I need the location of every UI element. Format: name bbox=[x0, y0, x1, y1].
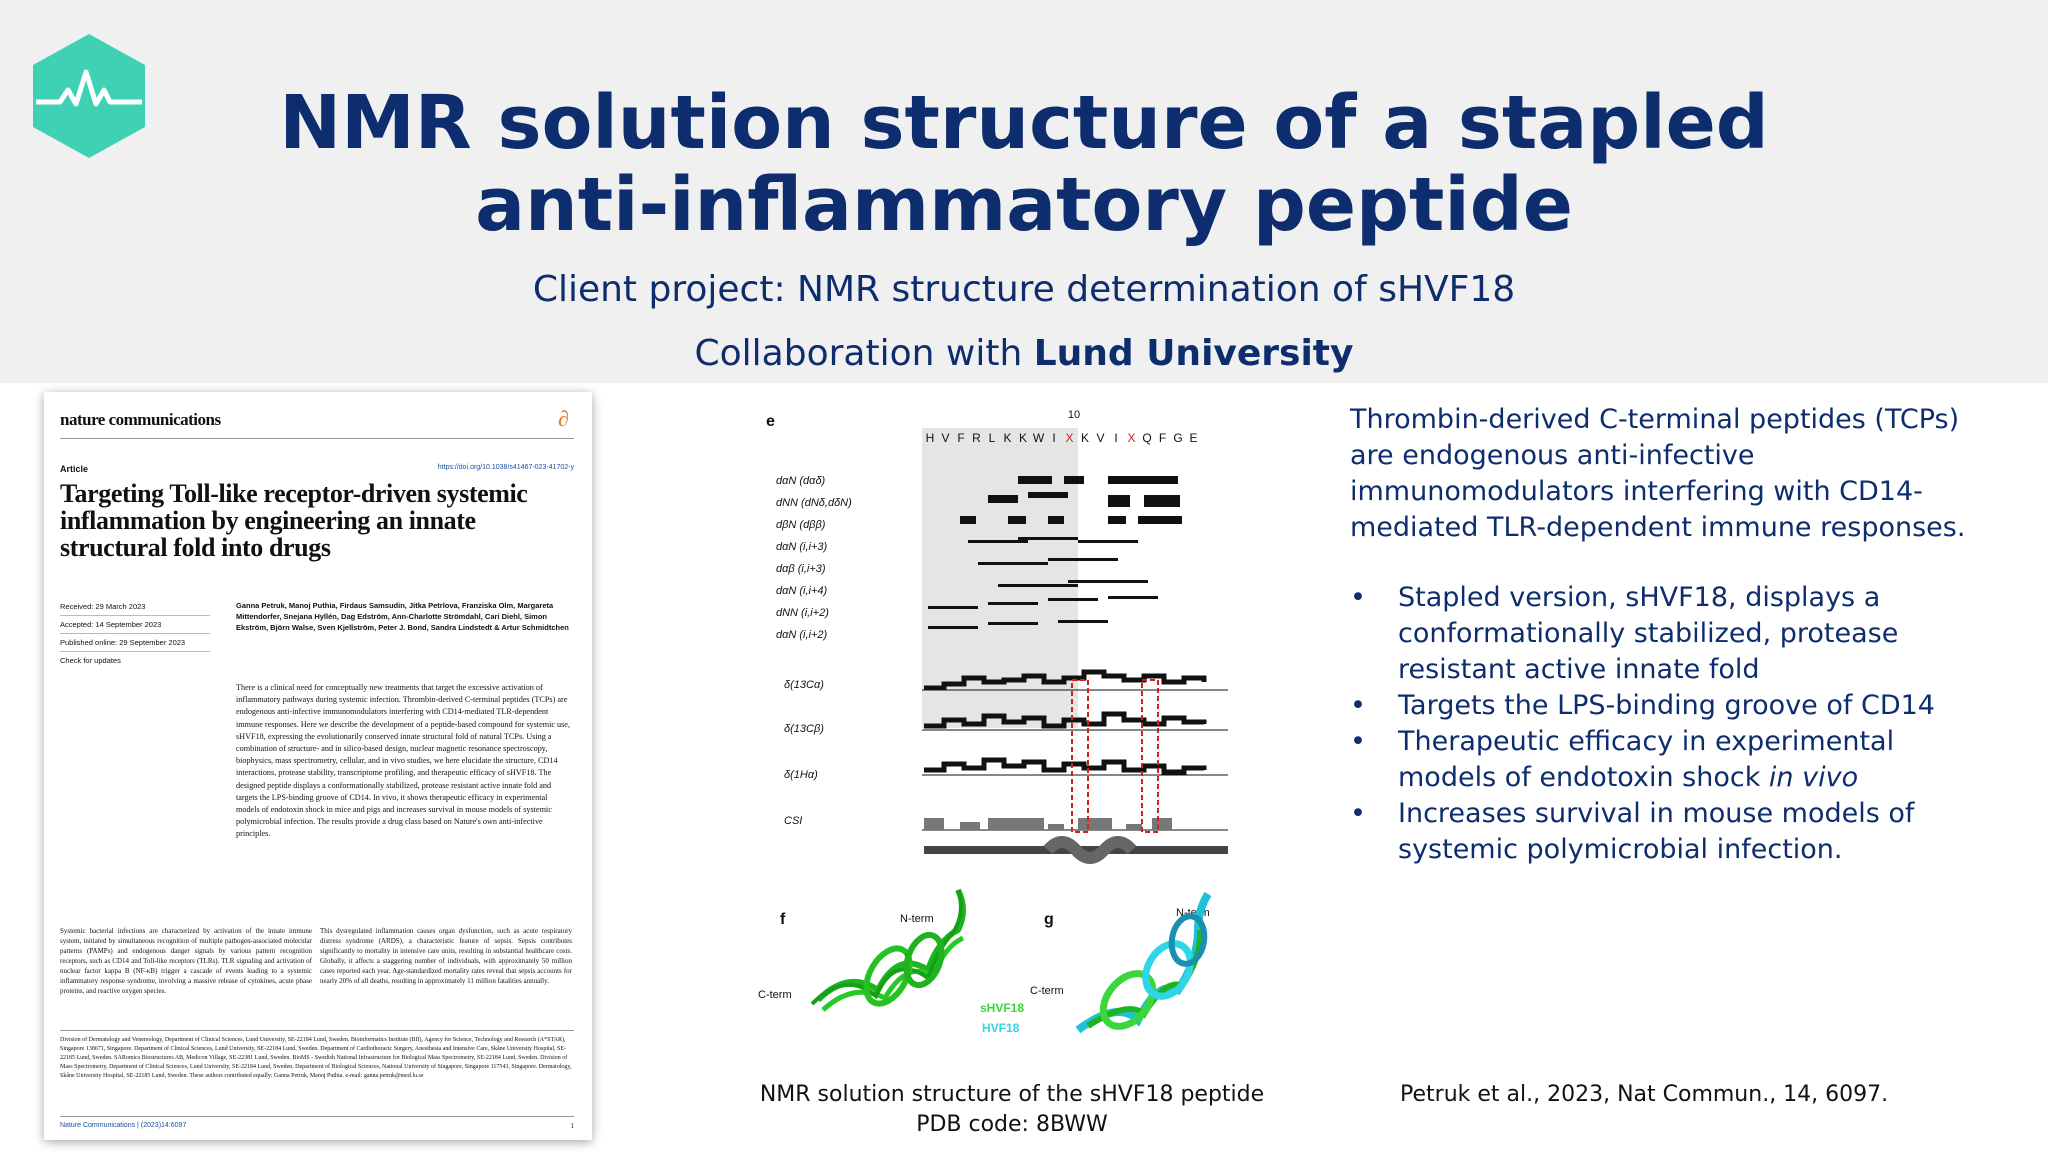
structure-ensemble-f bbox=[810, 888, 966, 1012]
page-title: NMR solution structure of a stapled anti… bbox=[0, 82, 2048, 246]
bullet-text: Increases survival in mouse models of sy… bbox=[1398, 798, 1915, 865]
bullet-item: • Targets the LPS-binding groove of CD14 bbox=[1350, 688, 2000, 724]
sequence-residue: K bbox=[1019, 431, 1027, 445]
subtitle: Client project: NMR structure determinat… bbox=[532, 269, 1516, 310]
noe-bars bbox=[928, 476, 1182, 629]
title-line-2: anti-inflammatory peptide bbox=[475, 162, 1573, 248]
legend-hvf18: HVF18 bbox=[982, 1021, 1020, 1035]
chemical-shift-bars bbox=[922, 669, 1228, 864]
citation: Petruk et al., 2023, Nat Commun., 14, 60… bbox=[1400, 1082, 1889, 1107]
sequence-residue: E bbox=[1189, 431, 1197, 445]
sequence-residue: F bbox=[1159, 431, 1166, 445]
divider bbox=[60, 1116, 574, 1117]
sequence-residue: Q bbox=[1142, 431, 1151, 445]
divider bbox=[60, 1030, 574, 1031]
article-label: Article bbox=[60, 464, 89, 474]
structure-ensemble-g bbox=[1075, 891, 1212, 1034]
sequence-residue: X bbox=[1127, 431, 1135, 445]
row-label: CSI bbox=[784, 815, 802, 827]
row-label: dαβ (i,i+3) bbox=[776, 563, 826, 575]
panel-e-label: e bbox=[766, 413, 775, 430]
bullet-list: • Stapled version, sHVF18, displays a con… bbox=[1350, 580, 2000, 868]
paper-thumbnail: nature communications ∂ Article https://… bbox=[44, 392, 592, 1140]
sequence-residue: W bbox=[1033, 431, 1045, 445]
paper-title: Targeting Toll-like receptor-driven syst… bbox=[60, 479, 528, 562]
page-number: 1 bbox=[570, 1122, 575, 1130]
journal-name: nature communications bbox=[60, 410, 221, 429]
row-label: δ(1Hα) bbox=[784, 769, 818, 781]
sequence-residue: V bbox=[1096, 431, 1104, 445]
title-line-1: NMR solution structure of a stapled bbox=[279, 80, 1769, 166]
bullet-item: • Stapled version, sHVF18, displays a con… bbox=[1350, 580, 2000, 688]
bullet-icon: • bbox=[1350, 798, 1366, 829]
bullet-italic: in vivo bbox=[1768, 762, 1859, 793]
paper-authors: Ganna Petruk, Manoj Puthia, Firdaus Sams… bbox=[236, 601, 569, 632]
bullet-text: Targets the LPS-binding groove of CD14 bbox=[1398, 690, 1935, 721]
check-updates: Check for updates bbox=[60, 656, 121, 665]
nterm-label-f: N-term bbox=[900, 913, 934, 925]
figure-caption: NMR solution structure of the sHVF18 pep… bbox=[700, 1080, 1324, 1140]
sequence-residue: I bbox=[1052, 431, 1055, 445]
sequence-residue: G bbox=[1173, 431, 1182, 445]
cterm-label-g: C-term bbox=[1030, 985, 1064, 997]
bullet-icon: • bbox=[1350, 690, 1366, 721]
bullet-item: • Increases survival in mouse models of s… bbox=[1350, 796, 2000, 868]
row-label: dαN (i,i+2) bbox=[776, 629, 828, 641]
bullet-icon: • bbox=[1350, 582, 1366, 613]
caption-line-2: PDB code: 8BWW bbox=[916, 1112, 1108, 1137]
doi-link: https://doi.org/10.1038/s41467-023-41702… bbox=[437, 464, 574, 471]
sequence-residue: L bbox=[989, 431, 996, 445]
row-label: δ(13Cα) bbox=[784, 679, 824, 691]
paper-column-1: Systemic bacterial infections are charac… bbox=[60, 927, 312, 995]
sequence-residue: V bbox=[941, 431, 949, 445]
residue-number: 10 bbox=[1068, 409, 1080, 421]
row-label: dαN (dαδ) bbox=[776, 475, 826, 487]
intro-paragraph: Thrombin-derived C-terminal peptides (TC… bbox=[1350, 404, 1966, 543]
bullet-text: Therapeutic efficacy in experimental mod… bbox=[1398, 726, 1895, 793]
sequence-residue: F bbox=[957, 431, 964, 445]
row-label: dNN (dNδ,dδN) bbox=[776, 497, 852, 509]
row-label: dαN (i,i+4) bbox=[776, 585, 828, 597]
published-date: Published online: 29 September 2023 bbox=[60, 634, 210, 652]
hexagon-pulse-icon bbox=[33, 34, 145, 158]
legend-shvf18: sHVF18 bbox=[980, 1001, 1024, 1015]
panel-g-label: g bbox=[1044, 911, 1054, 928]
collab-org: Lund University bbox=[1033, 333, 1354, 374]
bullet-icon: • bbox=[1350, 726, 1366, 757]
row-label: δ(13Cβ) bbox=[784, 723, 824, 735]
collab-prefix: Collaboration with bbox=[694, 333, 1034, 374]
open-access-icon: ∂ bbox=[558, 406, 569, 431]
header-band bbox=[0, 0, 2048, 383]
received-date: Received: 29 March 2023 bbox=[60, 598, 210, 616]
bullet-text: Stapled version, sHVF18, displays a conf… bbox=[1398, 582, 1899, 685]
divider bbox=[60, 438, 574, 439]
sequence-residue: K bbox=[1003, 431, 1011, 445]
sequence-residue: R bbox=[972, 431, 981, 445]
sequence-residue: X bbox=[1065, 431, 1073, 445]
row-labels: dαN (dαδ) dNN (dNδ,dδN) dβN (dββ) dαN (i,i+… bbox=[776, 475, 852, 827]
sequence-residue: K bbox=[1081, 431, 1089, 445]
bullet-item: • Therapeutic efficacy in experimental mo… bbox=[1350, 724, 2000, 796]
paper-affiliations: Division of Dermatology and Venereology,… bbox=[60, 1037, 572, 1079]
row-label: dαN (i,i+3) bbox=[776, 541, 828, 553]
collaboration-line: Collaboration with Lund University bbox=[0, 332, 2048, 376]
row-label: dβN (dββ) bbox=[776, 519, 826, 531]
paper-footer: Nature Communications | (2023)14:6097 bbox=[60, 1122, 187, 1129]
sequence-residue: H bbox=[926, 431, 935, 445]
accepted-date: Accepted: 14 September 2023 bbox=[60, 616, 210, 634]
panel-f-label: f bbox=[780, 911, 786, 928]
cterm-label-f: C-term bbox=[758, 989, 792, 1001]
paper-dates: Received: 29 March 2023 Accepted: 14 Sep… bbox=[60, 598, 210, 669]
paper-column-2: This dysregulated inflammation causes or… bbox=[320, 927, 572, 985]
sequence-residue: I bbox=[1114, 431, 1117, 445]
caption-line-1: NMR solution structure of the sHVF18 pep… bbox=[759, 1082, 1265, 1107]
paper-abstract: There is a clinical need for conceptuall… bbox=[236, 683, 570, 839]
row-label: dNN (i,i+2) bbox=[776, 607, 829, 619]
